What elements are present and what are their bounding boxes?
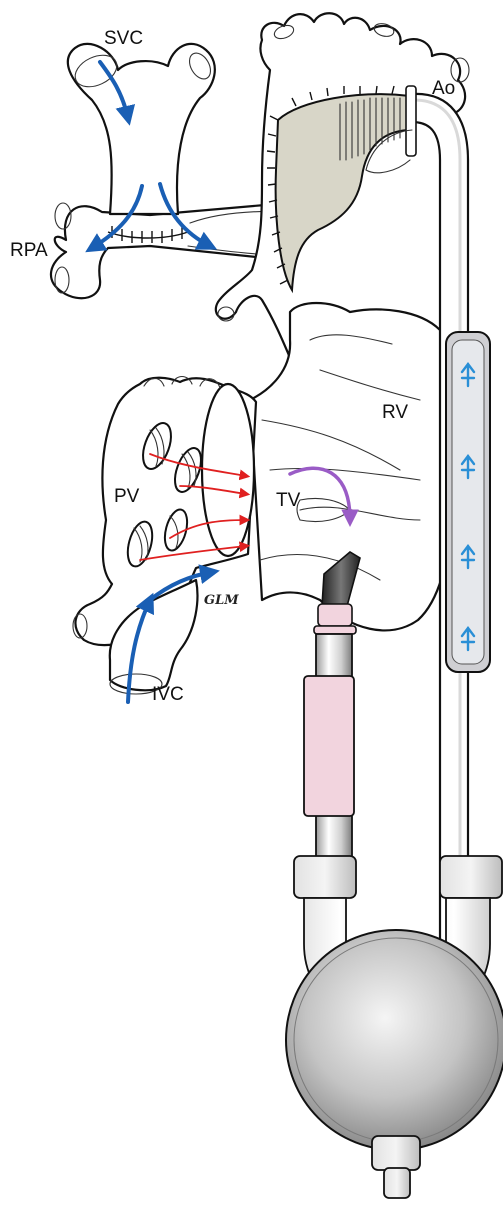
artist-signature: GLM [204, 593, 239, 608]
pump-outlet-collar [372, 1136, 420, 1170]
label-rpa: RPA [10, 240, 48, 261]
device-inner [452, 340, 484, 664]
pump-outlet-nozzle [384, 1168, 410, 1198]
label-ao: Ao [432, 78, 455, 99]
label-svc: SVC [104, 28, 143, 49]
right-connector [440, 856, 502, 898]
label-tv: TV [276, 490, 301, 511]
outflow-conduit-device [446, 332, 490, 672]
cannula-sleeve [304, 676, 354, 816]
aortic-cannula-collar [406, 86, 416, 156]
pump-chamber [286, 930, 503, 1150]
left-connector [294, 856, 356, 898]
label-rv: RV [382, 402, 408, 423]
cannula-ring [314, 626, 356, 634]
cannula-collar [318, 604, 352, 626]
pump-assembly [286, 856, 503, 1198]
pulmonary-venous-atrium [73, 377, 256, 695]
label-pv: PV [114, 486, 140, 507]
label-ivc: IVC [152, 684, 184, 705]
